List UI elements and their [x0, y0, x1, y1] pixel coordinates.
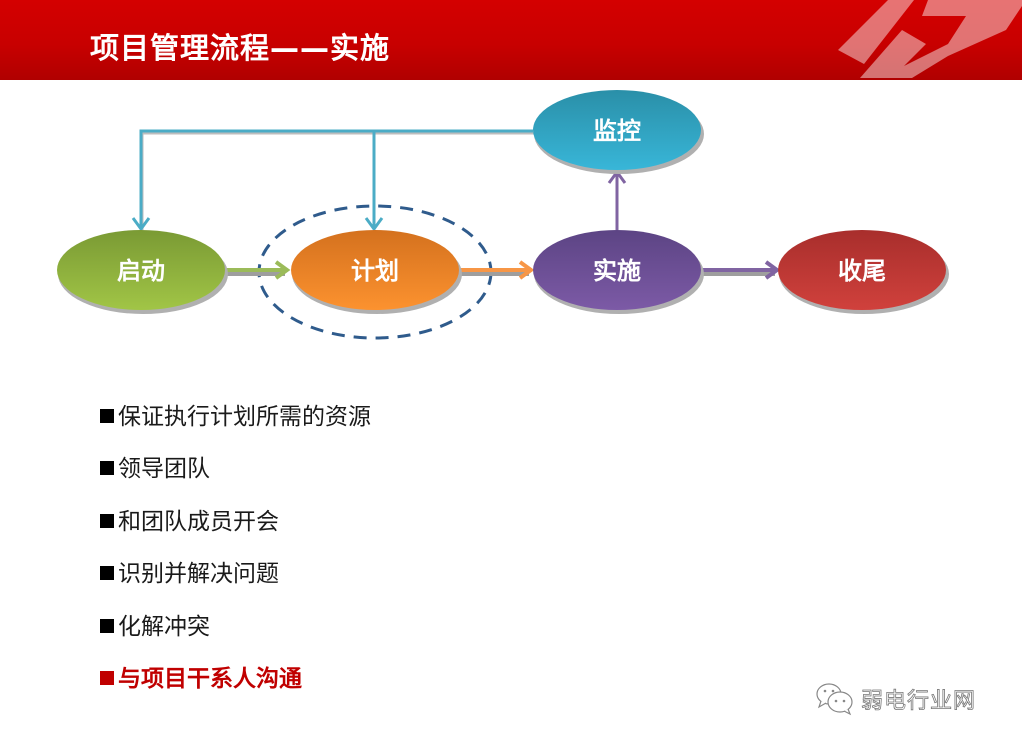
title-banner: 项目管理流程——实施	[0, 0, 1022, 80]
arrow-execute-to-monitor	[607, 169, 627, 230]
square-bullet-icon	[100, 514, 114, 528]
square-bullet-icon	[100, 461, 114, 475]
arrow-execute-to-close	[700, 260, 781, 280]
node-start[interactable]: 启动	[57, 230, 228, 314]
watermark-text: 弱电行业网	[861, 689, 977, 715]
node-execute[interactable]: 实施	[533, 230, 704, 314]
square-bullet-icon	[100, 671, 114, 685]
arrow-plan-to-execute	[460, 260, 535, 280]
brand-logo-icon	[838, 0, 1022, 78]
watermark: 弱电行业网	[815, 682, 976, 716]
feedback-connector	[131, 129, 534, 232]
bullet-item-highlighted: 与项目干系人沟通	[100, 664, 302, 694]
bullet-item: 保证执行计划所需的资源	[100, 402, 371, 432]
wechat-icon	[816, 683, 853, 716]
page-title: 项目管理流程——实施	[90, 31, 391, 65]
bullet-item: 领导团队	[100, 454, 210, 484]
node-start-label: 启动	[117, 257, 165, 285]
node-close[interactable]: 收尾	[778, 230, 949, 314]
node-close-label: 收尾	[838, 257, 886, 285]
node-plan[interactable]: 计划	[291, 230, 462, 314]
arrow-start-to-plan	[225, 260, 291, 280]
bullet-item: 化解冲突	[100, 612, 210, 642]
bullet-item: 识别并解决问题	[100, 559, 279, 589]
node-monitor[interactable]: 监控	[533, 90, 704, 174]
process-flow-diagram: 启动 计划 实施 监控 收尾	[57, 90, 949, 340]
bullet-item: 和团队成员开会	[100, 507, 279, 537]
square-bullet-icon	[100, 566, 114, 580]
node-monitor-label: 监控	[593, 117, 641, 145]
node-execute-label: 实施	[593, 257, 641, 285]
square-bullet-icon	[100, 409, 114, 423]
node-plan-label: 计划	[351, 257, 399, 285]
square-bullet-icon	[100, 619, 114, 633]
